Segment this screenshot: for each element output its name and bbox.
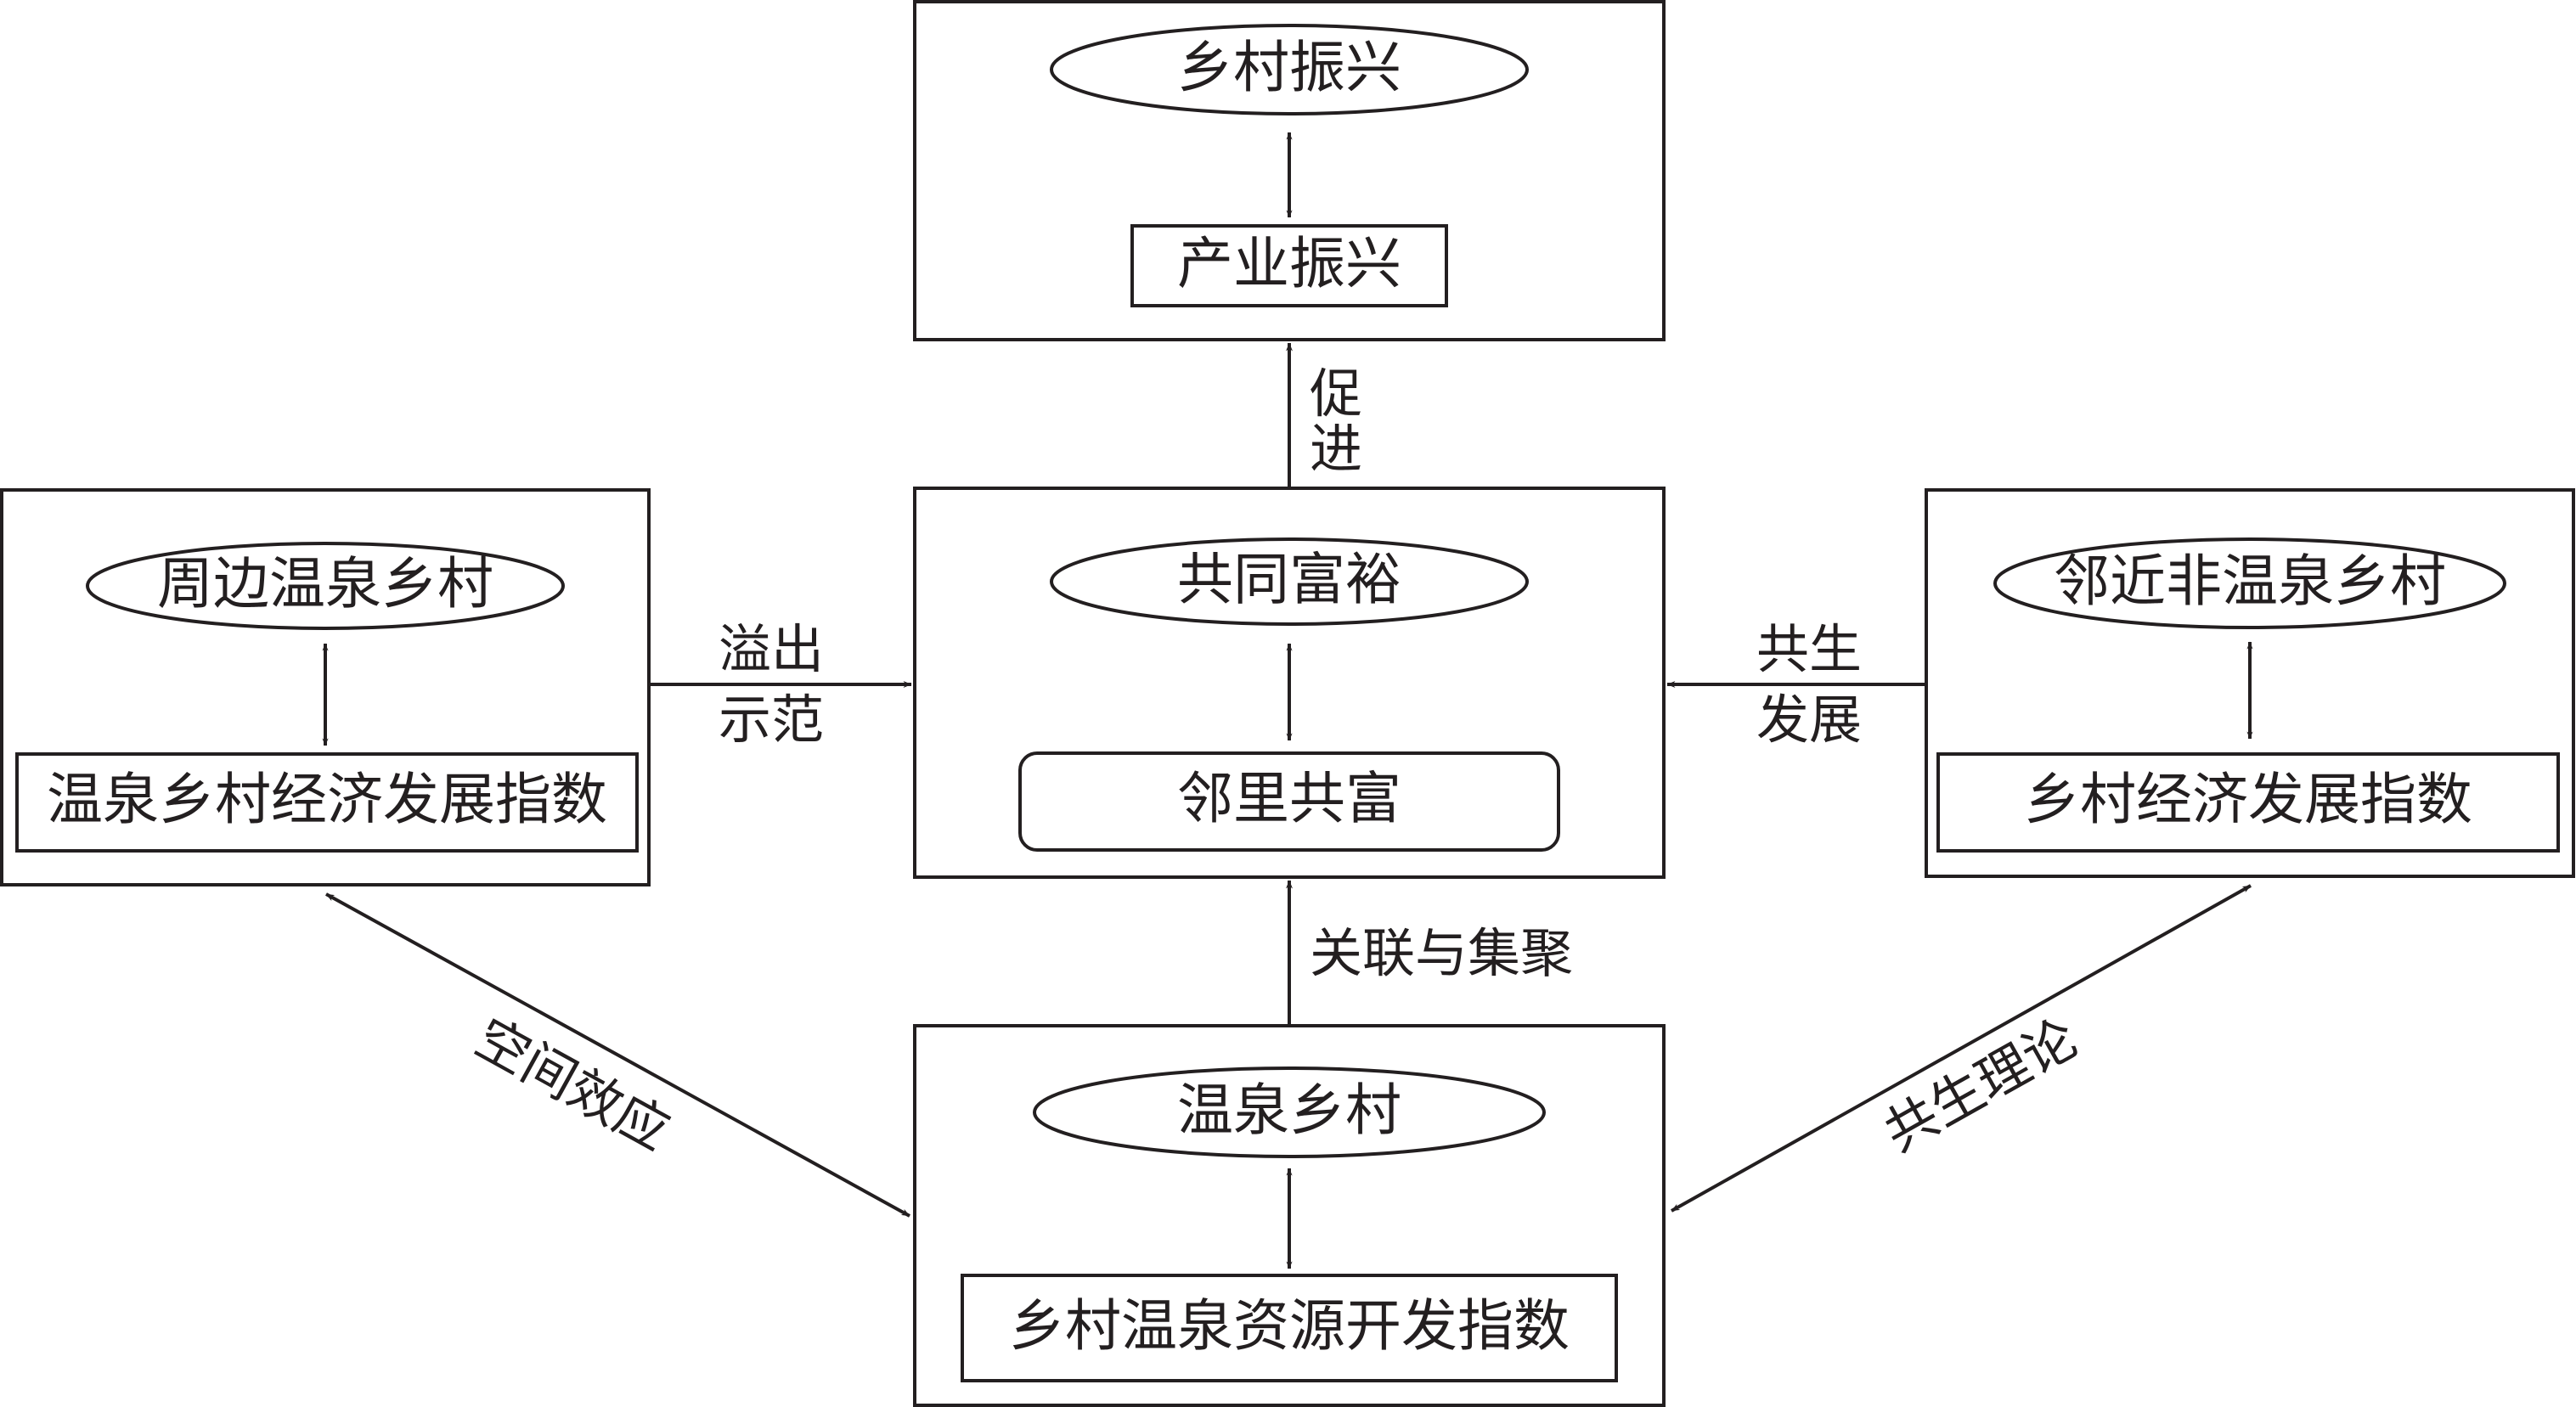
symbiosis-theory-label: 共生理论 [1874, 1007, 2088, 1164]
hotspring-econ-index-label: 温泉乡村经济发展指数 [47, 767, 607, 832]
symbiosis-theory-arrow [1671, 884, 2252, 1213]
neighborhood-prosperity-label: 邻里共富 [1177, 766, 1401, 831]
common-prosperity-label: 共同富裕 [1177, 547, 1401, 612]
rural-revitalization-label: 乡村振兴 [1177, 35, 1401, 100]
resource-dev-index-box [961, 1274, 1618, 1382]
hotspring-villages-group: 温泉乡村 乡村温泉资源开发指数 [913, 1024, 1666, 1407]
promote-label-line2: 进 [1310, 418, 1362, 480]
rural-revitalization-ellipse [1050, 24, 1529, 115]
rural-revitalization-group: 乡村振兴 产业振兴 [913, 0, 1666, 341]
hotspring-villages-ellipse [1033, 1067, 1546, 1158]
promote-label-line1: 促 [1310, 363, 1362, 425]
adjacent-villages-ellipse [1993, 537, 2506, 629]
spillover-label-line2: 示范 [719, 689, 824, 751]
village-econ-index-box [1936, 752, 2560, 853]
industrial-revitalization-box [1130, 224, 1448, 307]
industrial-revitalization-label: 产业振兴 [1177, 231, 1401, 296]
spatial-effect-arrow [325, 892, 910, 1218]
neighborhood-prosperity-box [1018, 751, 1560, 852]
adjacent-villages-label: 邻近非温泉乡村 [2054, 549, 2446, 614]
symbiosis-development-label-line1: 共生 [1756, 618, 1862, 680]
surrounding-villages-ellipse [86, 542, 565, 630]
surrounding-villages-label: 周边温泉乡村 [157, 551, 493, 616]
village-econ-index-label: 乡村经济发展指数 [2024, 767, 2472, 832]
common-prosperity-group: 共同富裕 邻里共富 [913, 487, 1666, 879]
hotspring-econ-index-box [15, 752, 639, 853]
spillover-label-line1: 溢出 [719, 618, 824, 680]
hotspring-villages-label: 温泉乡村 [1177, 1078, 1401, 1143]
association-label: 关联与集聚 [1310, 922, 1573, 984]
symbiosis-development-label-line2: 发展 [1756, 689, 1862, 751]
adjacent-villages-group: 邻近非温泉乡村 乡村经济发展指数 [1925, 488, 2575, 878]
surrounding-villages-group: 周边温泉乡村 温泉乡村经济发展指数 [0, 488, 651, 886]
common-prosperity-ellipse [1050, 537, 1529, 626]
resource-dev-index-label: 乡村温泉资源开发指数 [1009, 1293, 1570, 1359]
